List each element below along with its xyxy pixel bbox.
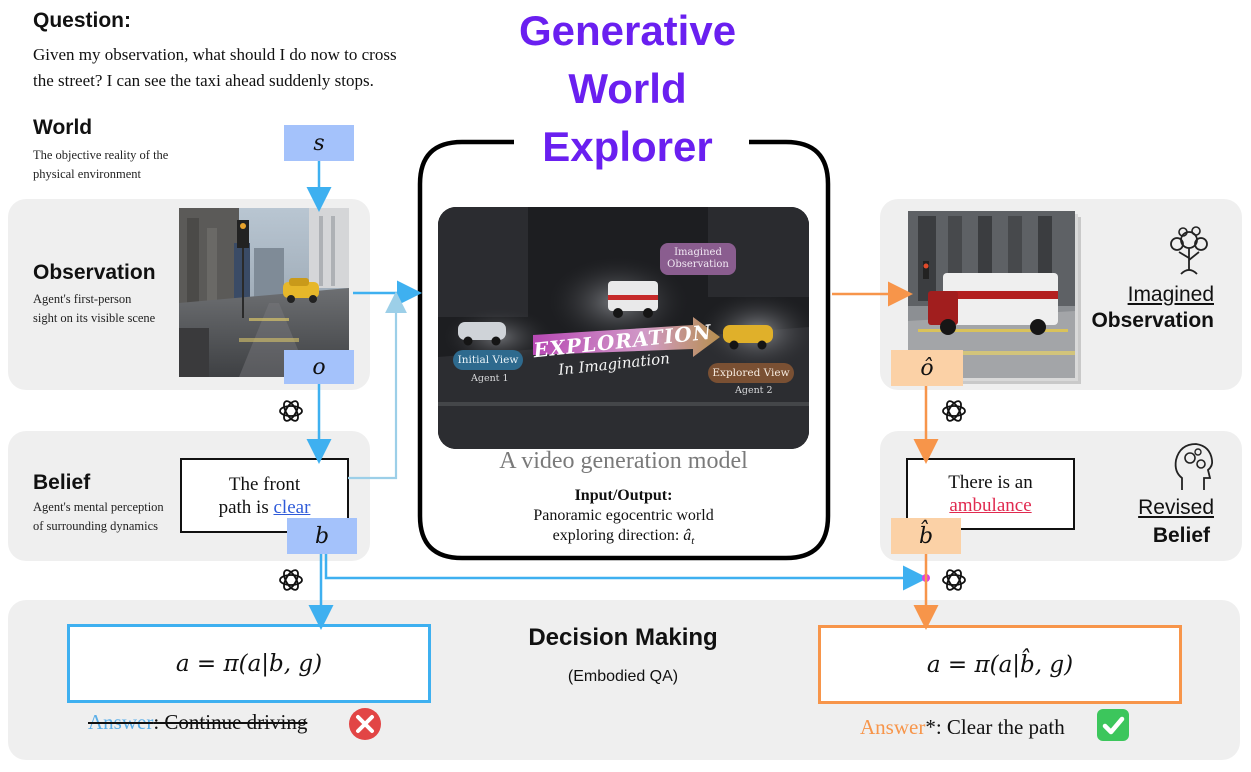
formula-right-rhs: = π(a|b̂, g) — [947, 651, 1074, 678]
answer-left: Answer: Continue driving — [88, 710, 307, 735]
io-line-2-text: exploring direction: — [552, 527, 684, 544]
formula-left-lhs: a — [175, 650, 190, 677]
io-line-1: Panoramic egocentric world — [533, 507, 714, 524]
decision-title: Decision Making — [528, 624, 718, 651]
observation-desc-line-2: sight on its visible scene — [33, 311, 156, 325]
belief-text-line-2-prefix: path is — [218, 496, 274, 518]
belief-desc: Agent's mental perception of surrounding… — [33, 498, 164, 536]
answer-right: Answer*: Clear the path — [860, 715, 1065, 740]
belief-text-line-1: The front — [228, 473, 301, 495]
world-desc-line-1: The objective reality of the — [33, 148, 169, 162]
belief-var-box: b — [287, 518, 357, 554]
world-label: World — [33, 116, 93, 139]
tag-initial-view: Initial View — [453, 350, 523, 370]
model-frame — [417, 139, 831, 561]
answer-right-label: Answer — [860, 715, 926, 739]
revised-belief-text-box: There is an ambulance — [906, 458, 1075, 530]
imagined-var-box: ô — [891, 350, 963, 386]
belief-desc-line-1: Agent's mental perception — [33, 500, 164, 514]
exploration-video-frame: Imagined Observation Initial View Agent … — [438, 207, 809, 449]
belief-text-line-2: path is clear — [219, 496, 311, 519]
question-label: Question: — [33, 9, 131, 33]
revised-text-line-1: There is an — [948, 472, 1033, 493]
openai-icon-1 — [279, 400, 303, 422]
formula-left-rhs: = π(a|b, g) — [196, 650, 323, 677]
openai-icon-4 — [942, 569, 966, 591]
belief-label: Belief — [33, 471, 91, 494]
openai-icon-3 — [942, 400, 966, 422]
io-var: â — [683, 527, 692, 544]
question-line-2: the street? I can see the taxi ahead sud… — [33, 71, 374, 90]
formula-right-box: a = π(a|b̂, g) — [818, 625, 1182, 704]
main-title: Generative World Explorer — [470, 2, 785, 176]
observation-var-box: o — [284, 350, 354, 384]
answer-left-text: : Continue driving — [153, 710, 308, 734]
world-var-box: s — [284, 125, 354, 161]
openai-icon-2 — [279, 569, 303, 591]
world-desc-line-2: physical environment — [33, 167, 141, 181]
agent-2-label: Agent 2 — [735, 385, 773, 396]
title-line-2: World — [568, 65, 687, 112]
title-line-3: Explorer — [542, 123, 713, 170]
question-label-text: Question — [33, 9, 125, 32]
correct-icon — [1097, 709, 1129, 741]
agent-1-label: Agent 1 — [471, 373, 509, 384]
answer-left-label: Answer — [88, 710, 154, 734]
wrong-icon — [349, 708, 381, 740]
observation-label: Observation — [33, 261, 156, 284]
observation-desc: Agent's first-person sight on its visibl… — [33, 290, 155, 328]
belief-highlight: clear — [273, 496, 311, 518]
io-label: Input/Output: — [574, 487, 673, 504]
question-line-1: Given my observation, what should I do n… — [33, 45, 397, 64]
answer-right-text: *: Clear the path — [925, 715, 1065, 739]
world-desc: The objective reality of the physical en… — [33, 146, 168, 184]
tag-imagined-observation: Imagined Observation — [660, 243, 736, 275]
model-caption: A video generation model — [499, 448, 748, 474]
revised-label-2: Belief — [1152, 524, 1210, 547]
io-line-2: exploring direction: ât — [438, 527, 809, 547]
head-gears-icon — [1174, 443, 1214, 490]
exploration-scene — [438, 207, 809, 449]
revised-highlight: ambulance — [949, 495, 1032, 516]
observation-desc-line-1: Agent's first-person — [33, 292, 132, 306]
title-line-1: Generative — [518, 7, 737, 54]
revised-var-box: b̂ — [891, 518, 961, 554]
belief-desc-line-2: of surrounding dynamics — [33, 519, 158, 533]
formula-left-box: a = π(a|b, g) — [67, 624, 431, 703]
imagined-label-2: Observation — [1091, 309, 1214, 332]
imagined-label-1: Imagined — [1127, 283, 1214, 306]
formula-right-lhs: a — [926, 651, 941, 678]
revised-label-1: Revised — [1138, 496, 1214, 519]
io-var-sub: t — [691, 535, 695, 548]
tree-brain-icon — [1170, 226, 1208, 275]
decision-subtitle: (Embodied QA) — [567, 668, 679, 685]
question-colon: : — [124, 9, 132, 32]
tag-explored-view: Explored View — [708, 363, 794, 383]
